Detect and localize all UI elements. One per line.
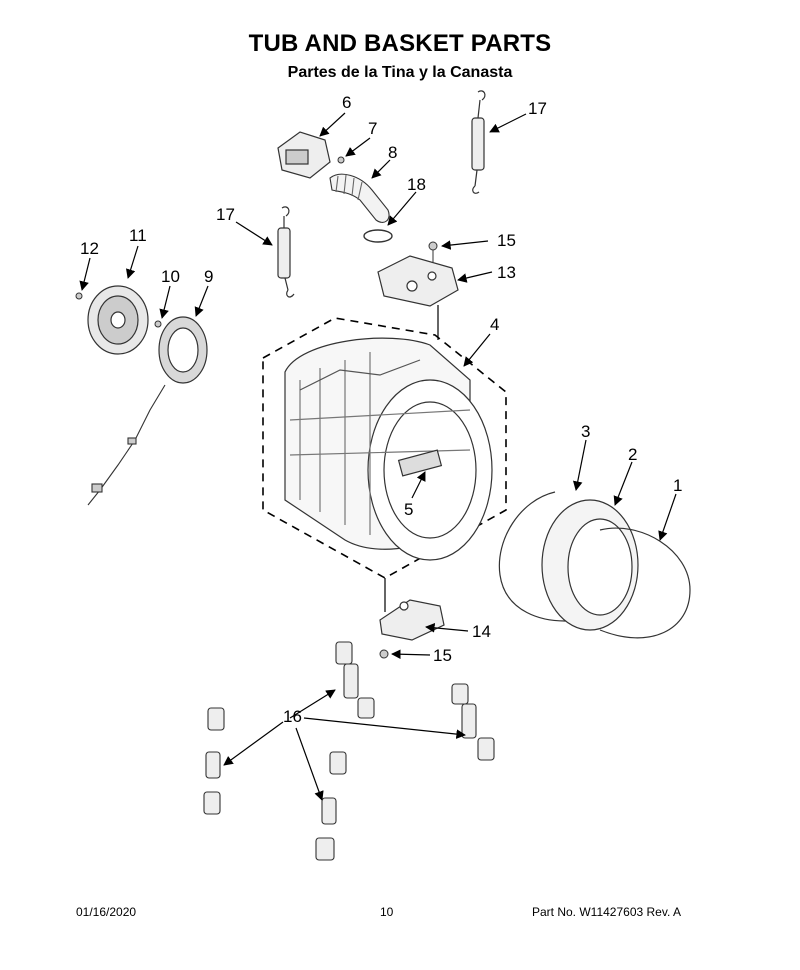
footer-page-number: 10 xyxy=(380,905,394,919)
wire-harness xyxy=(87,384,166,506)
callout-leaders xyxy=(79,112,677,801)
part-1-ring xyxy=(599,527,691,639)
callout-3: 3 xyxy=(581,422,590,441)
footer-part-number: Part No. W11427603 Rev. A xyxy=(532,905,681,919)
callout-1: 1 xyxy=(673,476,682,495)
callout-13: 13 xyxy=(497,263,516,282)
part-16-damper-c xyxy=(203,707,225,815)
footer-date: 01/16/2020 xyxy=(76,905,137,919)
callout-9: 9 xyxy=(204,267,213,286)
part-9-stator xyxy=(158,316,208,384)
part-15-screw-top xyxy=(428,241,438,262)
part-8-hose xyxy=(329,173,390,223)
callout-4: 4 xyxy=(490,315,499,334)
callout-2: 2 xyxy=(628,445,637,464)
tub-assembly-outline xyxy=(262,305,507,612)
callout-7: 7 xyxy=(368,119,377,138)
callout-11: 11 xyxy=(129,226,147,245)
callout-8: 8 xyxy=(388,143,397,162)
part-14-bracket xyxy=(379,599,445,641)
callout-14: 14 xyxy=(472,622,491,641)
part-17-spring-top xyxy=(471,90,486,194)
part-2-bellow xyxy=(541,499,639,631)
part-7-screw xyxy=(337,156,345,164)
page-subtitle: Partes de la Tina y la Canasta xyxy=(287,64,513,81)
callout-18: 18 xyxy=(407,175,426,194)
callout-5: 5 xyxy=(404,500,413,519)
callout-15-bottom: 15 xyxy=(433,646,452,665)
part-18-clamp xyxy=(363,229,393,243)
callout-17-top: 17 xyxy=(528,99,547,118)
part-13-bracket xyxy=(377,255,459,307)
callout-12: 12 xyxy=(80,239,99,258)
callout-15-top: 15 xyxy=(497,231,516,250)
callout-17-left: 17 xyxy=(216,205,235,224)
callout-labels: 1 2 3 4 5 6 7 8 9 10 11 12 13 14 15 15 1… xyxy=(80,93,682,726)
page-title: TUB AND BASKET PARTS xyxy=(248,30,552,57)
part-10-screw xyxy=(154,320,162,328)
outer-tub xyxy=(284,337,493,561)
part-11-pulley xyxy=(87,285,149,355)
callout-6: 6 xyxy=(342,93,351,112)
callout-16: 16 xyxy=(283,707,302,726)
part-6-housing xyxy=(277,131,331,179)
part-16-damper-d xyxy=(315,751,347,861)
part-17-spring-left xyxy=(277,206,295,298)
part-12-bolt xyxy=(75,292,83,300)
part-3-gasket-ring xyxy=(498,491,581,622)
callout-10: 10 xyxy=(161,267,180,286)
part-16-damper-b xyxy=(451,683,495,761)
part-15-screw-bottom xyxy=(379,649,389,659)
part-16-damper-a xyxy=(335,641,375,719)
